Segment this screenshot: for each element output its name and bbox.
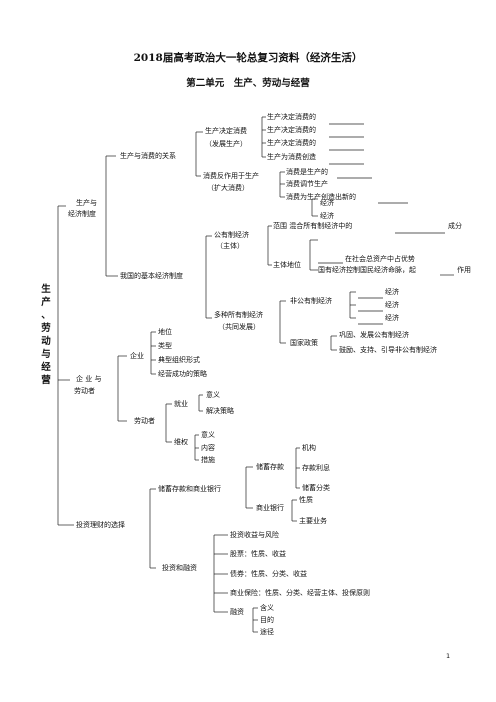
deposit-item: 储蓄分类 (302, 484, 330, 492)
financing-item: 途径 (260, 628, 274, 636)
deposit-item: 机构 (302, 444, 316, 452)
public-status-label: 主体地位 (273, 261, 301, 269)
invest-finance-label: 投资和融资 (162, 564, 197, 572)
decide-item: 生产决定消费的 (267, 113, 316, 121)
invest-item: 商业保险：性质、分类、经营主体、投保原则 (230, 589, 370, 597)
unit-subtitle: 第二单元 生产、劳动与经营 (186, 78, 310, 89)
branch-production-label-2: 经济制度 (68, 210, 96, 218)
nonpublic-item: 经济 (385, 314, 399, 322)
savings-bank-label: 储蓄存款和商业银行 (158, 485, 221, 493)
financing-item: 含义 (260, 604, 274, 612)
react-sub-item: 经济 (320, 212, 334, 220)
nonpublic-item: 经济 (385, 301, 399, 309)
public-ownership-label: 公有制经济 (214, 231, 249, 239)
status-item: 国有经济控制国民经济命脉，起 (318, 266, 416, 274)
enterprise-item: 经营成功的策略 (158, 370, 207, 378)
public-ownership-note: （主体） (216, 242, 244, 250)
policy-item: 巩固、发展公有制经济 (339, 331, 409, 339)
financing-item: 目的 (260, 616, 274, 624)
production-consumption-label: 生产与消费的关系 (120, 152, 176, 160)
multi-ownership-note: （共同发展） (218, 323, 260, 331)
status-item: 在社会总资产中占优势 (345, 255, 415, 263)
state-policy-label: 国家政策 (290, 339, 318, 347)
rights-item: 意义 (201, 431, 215, 439)
public-scope-suffix: 成分 (448, 222, 462, 230)
root-label: 生 产 、 劳 动 与 经 营 (40, 283, 52, 387)
financing-label: 融资 (230, 608, 244, 616)
commercial-bank-label: 商业银行 (256, 504, 284, 512)
page-number: 1 (446, 652, 451, 660)
root-char: 劳 (41, 323, 51, 334)
deposit-item: 存款利息 (302, 464, 330, 472)
employment-label: 就业 (174, 400, 188, 408)
root-char: 经 (41, 362, 51, 373)
basic-economic-system-label: 我国的基本经济制度 (120, 272, 183, 280)
deposit-label: 储蓄存款 (256, 463, 284, 471)
decide-item: 生产决定消费的 (267, 126, 316, 134)
root-char: 、 (41, 310, 51, 321)
decide-item: 生产决定消费的 (267, 139, 316, 147)
enterprise-label: 企业 (130, 352, 144, 360)
policy-item: 鼓励、支持、引导非公有制经济 (339, 346, 437, 354)
branch-enterprise-label-2: 劳动者 (74, 387, 95, 395)
branch-enterprise-label: 企 业 与 (76, 375, 102, 383)
rights-label: 维权 (174, 438, 188, 446)
multi-ownership-label: 多种所有制经济 (214, 311, 263, 319)
invest-item: 债券：性质、分类、收益 (230, 570, 307, 578)
invest-item: 投资收益与风险 (230, 531, 279, 539)
root-char: 产 (41, 297, 51, 308)
bank-item: 主要业务 (299, 517, 327, 525)
react-item: 消费为生产创造出新的 (286, 193, 356, 201)
enterprise-item: 地位 (158, 328, 172, 336)
branch-production-label: 生产与 (76, 199, 97, 207)
bank-item: 性质 (299, 496, 313, 504)
react-item: 消费调节生产 (286, 180, 328, 188)
root-char: 与 (41, 349, 51, 360)
consumption-reacts-note: （扩大消费） (207, 184, 249, 192)
public-scope: 范围 混合所有制经济中的 (273, 222, 353, 230)
nonpublic-label: 非公有制经济 (290, 297, 332, 305)
react-sub-item: 经济 (320, 199, 334, 207)
decide-item: 生产为消费创造 (267, 153, 316, 161)
employment-item: 解决策略 (206, 407, 234, 415)
consumption-reacts-label: 消费反作用于生产 (203, 172, 259, 180)
rights-item: 内容 (201, 444, 215, 452)
invest-item: 股票：性质、收益 (230, 550, 286, 558)
production-decides-note: （发展生产） (205, 140, 247, 148)
root-char: 营 (41, 375, 51, 386)
employment-item: 意义 (206, 391, 220, 399)
root-char: 动 (41, 336, 51, 347)
worker-label: 劳动者 (134, 417, 155, 425)
production-decides-label: 生产决定消费 (205, 127, 247, 135)
rights-item: 措施 (201, 456, 215, 464)
nonpublic-item: 经济 (385, 288, 399, 296)
enterprise-item: 类型 (158, 342, 172, 350)
page-title: 2018届高考政治大一轮总复习资料（经济生活） (133, 52, 363, 64)
branch-investment-label: 投资理财的选择 (76, 521, 125, 529)
react-item: 消费是生产的 (286, 168, 328, 176)
root-char: 生 (41, 284, 51, 295)
enterprise-item: 典型组织形式 (158, 356, 200, 364)
status-item: 作用 (457, 266, 471, 274)
